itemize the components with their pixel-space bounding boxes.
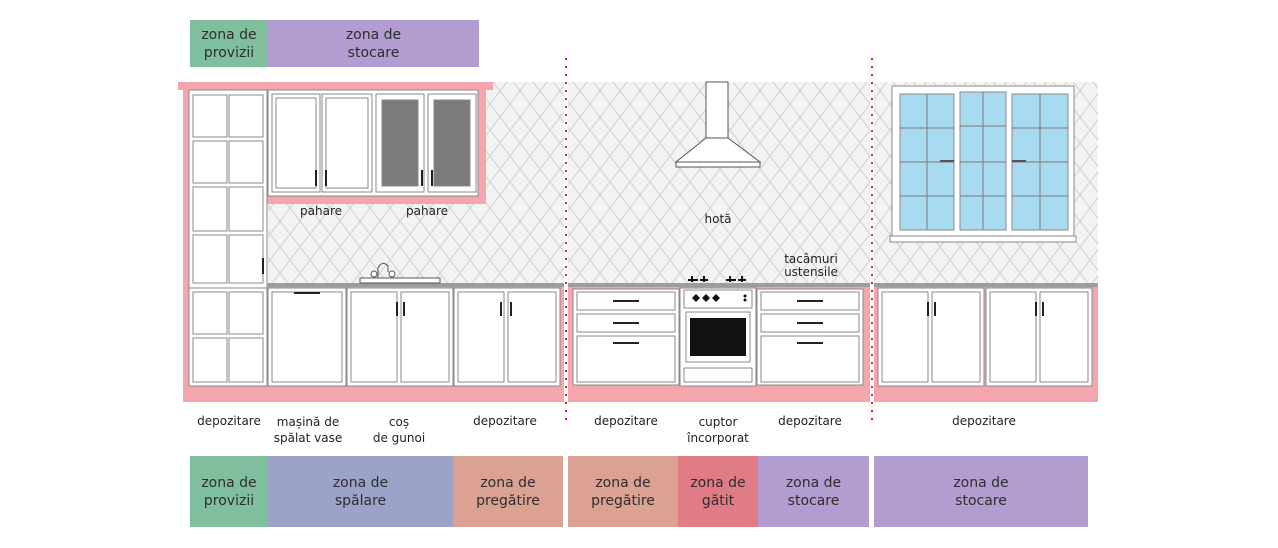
cabinet-label-depozitare-3: depozitare	[594, 414, 658, 429]
cabinet-label-cos: coș de gunoi	[373, 414, 425, 446]
label-line: depozitare	[197, 414, 261, 428]
label-line: încorporat	[687, 431, 749, 445]
zone-label: pregătire	[476, 492, 540, 509]
label-line: ustensile	[784, 265, 838, 279]
bottom-zone-gatit: zona de gătit	[678, 456, 758, 527]
zone-label: zona de	[201, 474, 257, 491]
zone-label: zona de	[690, 474, 746, 491]
top-zone-stocare: zona de stocare	[268, 20, 479, 67]
label-line: mașină de	[276, 415, 340, 429]
label-line: cuptor	[698, 415, 738, 429]
zone-label: zona de	[480, 474, 536, 491]
cabinet-label-depozitare-2: depozitare	[473, 414, 537, 429]
zone-label: provizii	[203, 492, 255, 509]
zone-label: zona de	[595, 474, 651, 491]
cabinet-label-depozitare-1: depozitare	[197, 414, 261, 429]
range-hood	[674, 81, 762, 168]
zone-label: gătit	[701, 492, 735, 509]
window	[889, 85, 1077, 243]
bottom-zone-stocare-1: zona de stocare	[758, 456, 869, 527]
label-line: depozitare	[473, 414, 537, 428]
pantry-cabinet	[188, 89, 268, 289]
lower-cabinets-left	[188, 287, 561, 387]
label-line: depozitare	[594, 414, 658, 428]
lower-cabinets-middle	[572, 288, 864, 386]
cabinet-label-masina: mașină de spălat vase	[274, 414, 343, 446]
bottom-zone-spalare: zona de spălare	[268, 456, 453, 527]
label-pahare-1: pahare	[300, 204, 342, 218]
zone-label: zona de	[953, 474, 1009, 491]
label-line: coș	[388, 415, 410, 429]
zone-label: stocare	[787, 492, 840, 509]
zone-label: zona de	[201, 26, 257, 43]
zone-label: provizii	[203, 44, 255, 61]
bottom-zone-provizii: zona de provizii	[190, 456, 268, 527]
zone-label: stocare	[347, 44, 400, 61]
label-pahare-2: pahare	[406, 204, 448, 218]
zone-label: zona de	[785, 474, 842, 491]
lower-cabinets-right	[877, 287, 1093, 387]
bottom-zone-stocare-2: zona de stocare	[874, 456, 1088, 527]
bottom-zone-pregatire-1: zona de pregătire	[453, 456, 563, 527]
zone-label: pregătire	[591, 492, 655, 509]
cabinet-label-depozitare-5: depozitare	[952, 414, 1016, 429]
label-line: tacâmuri	[784, 252, 838, 266]
upper-cabinets	[267, 89, 479, 197]
cabinet-label-depozitare-4: depozitare	[778, 414, 842, 429]
oven	[679, 276, 757, 387]
label-hota: hotă	[704, 212, 732, 226]
label-tacamuri: tacâmuri ustensile	[784, 253, 838, 279]
label-line: depozitare	[952, 414, 1016, 428]
zone-label: zona de	[345, 26, 402, 43]
sink-faucet	[359, 262, 441, 284]
bottom-zone-pregatire-2: zona de pregătire	[568, 456, 678, 527]
top-zone-provizii: zona de provizii	[190, 20, 268, 67]
cabinet-label-cuptor: cuptor încorporat	[687, 414, 749, 446]
label-line: spălat vase	[273, 431, 343, 445]
zone-label: stocare	[955, 492, 1007, 509]
zone-label: zona de	[332, 474, 389, 491]
label-line: depozitare	[778, 414, 842, 428]
zone-label: spălare	[334, 492, 387, 509]
label-line: de gunoi	[372, 431, 426, 445]
countertop	[268, 283, 1098, 287]
